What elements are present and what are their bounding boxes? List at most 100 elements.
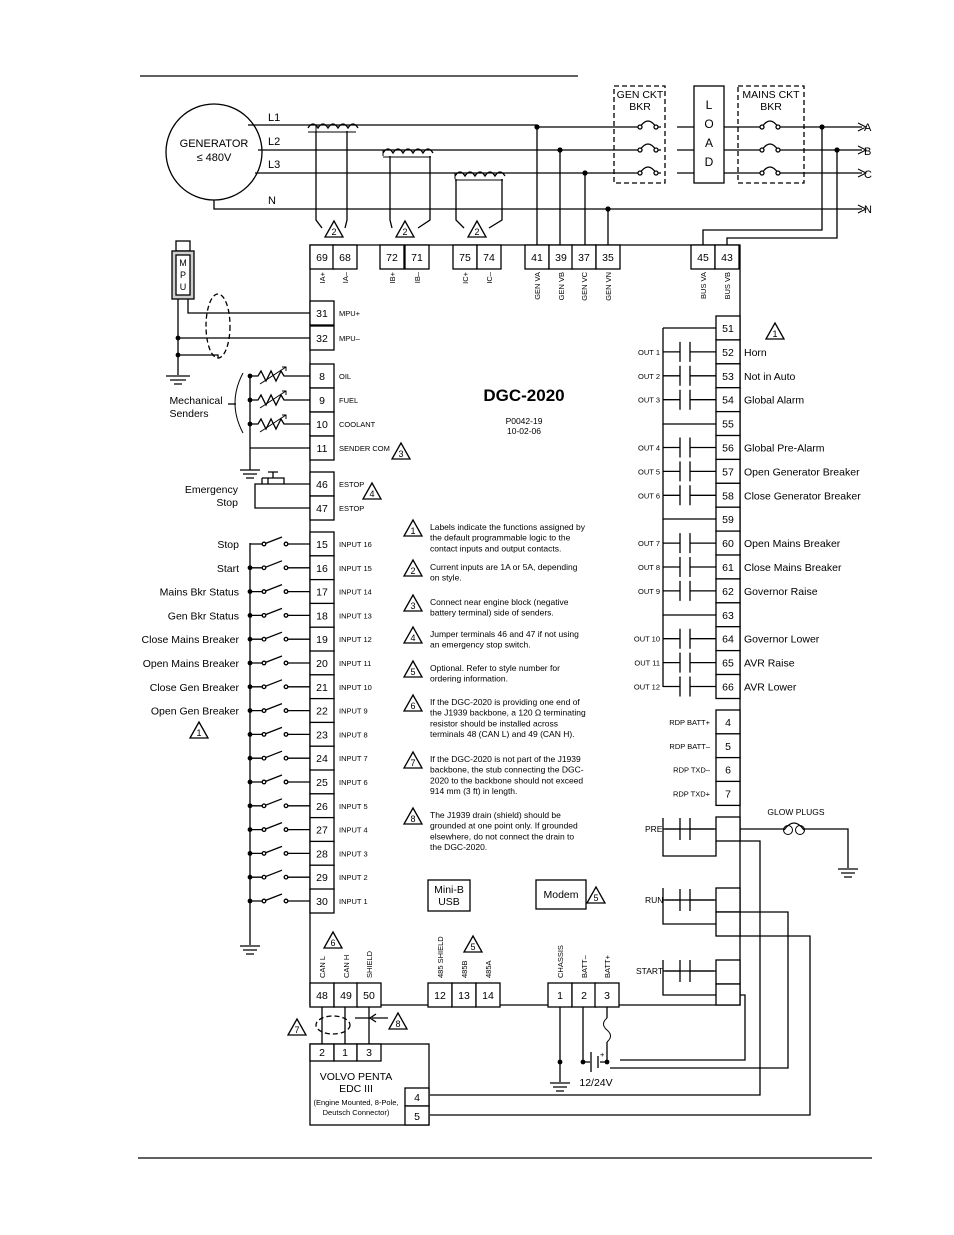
bottom-terminal — [427, 982, 453, 1008]
usb-port: Mini-B USB — [427, 879, 471, 912]
battery-voltage: 12/24V — [579, 1077, 612, 1089]
left-terminal-signal: ESTOP — [339, 504, 364, 513]
ecu-pin-1: 1 — [342, 1047, 348, 1059]
left-terminal-signal: OIL — [339, 372, 351, 381]
gen-breaker-label-1: GEN CKT — [617, 89, 664, 101]
j1939-wiring: 7 8 — [286, 1007, 409, 1045]
switch-contact — [261, 612, 267, 618]
output-contact — [663, 485, 716, 506]
output-terminal — [715, 649, 741, 676]
load-box: L O A D — [693, 85, 725, 184]
switch-blade — [263, 607, 283, 617]
power-lines: L1 L2 L3 N A B C N — [213, 112, 872, 216]
left-terminal-signal: ESTOP — [339, 480, 364, 489]
ct-note-ia: 2 — [331, 227, 336, 237]
left-terminal-number: 31 — [316, 308, 328, 320]
output-terminal-number: 53 — [722, 371, 734, 383]
mains-breaker-label-1: MAINS CKT — [742, 89, 800, 101]
top-terminal-number: 68 — [339, 252, 351, 264]
estop-label-1: Emergency — [185, 484, 239, 496]
sender-com-note: 3 — [390, 441, 412, 460]
switch-blade — [263, 869, 283, 878]
note-text: grounded at one point only. If grounded — [430, 821, 578, 831]
rdp-terminal-signal: RDP TXD– — [673, 766, 711, 775]
left-terminal — [309, 840, 335, 867]
rdp-terminal — [715, 733, 741, 759]
left-terminal-number: 20 — [316, 658, 328, 670]
mechanical-senders: Mechanical Senders — [169, 372, 310, 479]
left-terminal-number: 11 — [317, 443, 328, 455]
mpu-letter-m: M — [179, 258, 187, 268]
switch-contact — [283, 731, 289, 737]
variable-arrow — [259, 390, 287, 409]
ecu-line-3: (Engine Mounted, 8-Pole, — [313, 1098, 398, 1107]
output-function-label: Horn — [744, 347, 767, 359]
output-function-label: Governor Lower — [744, 634, 820, 646]
switch-contact — [261, 827, 267, 833]
left-terminal-number: 46 — [316, 479, 328, 491]
left-terminal-signal: INPUT 13 — [339, 611, 372, 620]
output-terminal — [715, 602, 741, 628]
switch-contact — [261, 708, 267, 714]
ecu-pin-5: 5 — [414, 1111, 420, 1123]
top-terminal-signal: BUS VB — [723, 272, 732, 300]
mpu-letter-p: P — [180, 270, 186, 280]
switch-contact — [261, 850, 267, 856]
bottom-terminal-signal: 485 SHIELD — [436, 936, 445, 978]
switch-contact — [261, 803, 267, 809]
estop-note: 4 — [369, 489, 374, 499]
note-text: the J1939 backbone, a 120 Ω terminating — [430, 708, 586, 718]
rdp-terminal — [715, 780, 741, 807]
top-terminal-signal: IA+ — [318, 271, 327, 283]
left-terminal-signal: INPUT 6 — [339, 778, 368, 787]
generator-label: GENERATOR — [180, 138, 249, 150]
output-terminal-number: 51 — [722, 323, 734, 335]
switch-contact — [283, 612, 289, 618]
top-terminal — [524, 244, 550, 270]
switch-contact — [261, 660, 267, 666]
left-terminal-number: 30 — [316, 896, 328, 908]
note-text: battery terminal) side of senders. — [430, 608, 554, 618]
top-terminal-signal: IC– — [485, 271, 494, 284]
variable-arrow — [259, 414, 287, 433]
sender-resistor — [250, 369, 310, 383]
svg-text:7: 7 — [410, 758, 415, 768]
switch-contact — [283, 708, 289, 714]
switch-blade — [263, 798, 283, 807]
output-contact — [663, 389, 716, 410]
output-terminal-number: 63 — [722, 610, 734, 622]
note-text: Optional. Refer to style number for — [430, 663, 560, 673]
switch-contact — [283, 779, 289, 785]
output-terminal-number: 57 — [722, 466, 734, 478]
bottom-terminal-number: 13 — [458, 990, 470, 1002]
top-terminal-signal: GEN VB — [557, 272, 566, 300]
rs485-note: 5 — [470, 942, 475, 952]
left-terminal-number: 16 — [316, 563, 328, 575]
left-terminal-signal: INPUT 2 — [339, 873, 368, 882]
switch-blade — [263, 750, 283, 759]
switch-contact — [261, 755, 267, 761]
current-transformers — [307, 123, 506, 229]
top-terminal-signal: BUS VA — [699, 272, 708, 299]
note-marker: 3 — [402, 593, 424, 612]
output-function-label: Global Pre-Alarm — [744, 443, 825, 455]
switch-contact — [283, 684, 289, 690]
output-contact-label: OUT 12 — [634, 683, 660, 692]
left-terminal-number: 17 — [316, 587, 328, 599]
left-terminal — [309, 300, 335, 326]
switch-contact — [261, 898, 267, 904]
input-function-label: Open Mains Breaker — [143, 658, 240, 670]
left-terminal-signal: INPUT 11 — [339, 659, 371, 668]
switch-contact — [283, 755, 289, 761]
output-contact-label: OUT 2 — [638, 372, 660, 381]
note-text: The J1939 drain (shield) should be — [430, 810, 561, 820]
switch-contact — [283, 850, 289, 856]
output-contact — [663, 652, 716, 673]
ecu-line-4: Deutsch Connector) — [323, 1108, 390, 1117]
input-function-label: Close Mains Breaker — [142, 634, 240, 646]
output-contact-label: OUT 5 — [638, 467, 660, 476]
bottom-terminal — [356, 982, 382, 1008]
output-contact-label: OUT 9 — [638, 587, 660, 596]
note-marker: 7 — [402, 750, 424, 769]
